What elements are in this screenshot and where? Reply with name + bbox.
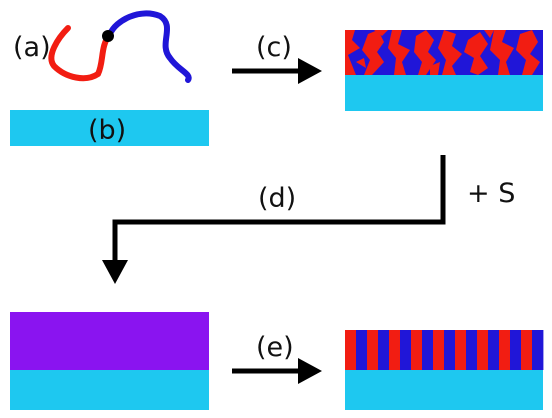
red-block-chain [48,25,113,82]
lamella-stripe-red [477,330,489,370]
lamella-stripe-red [433,330,445,370]
disordered-film [345,30,543,75]
lamella-stripe-blue [510,330,522,370]
lamellae-film [345,330,544,370]
junction-dot-icon [102,30,114,42]
lamella-stripe-blue [400,330,412,370]
lamella-stripe-blue [378,330,390,370]
lamella-stripe-red [367,330,379,370]
blue-block-chain [107,10,192,83]
diblock-copolymer-icon [48,10,192,83]
arrow-c [232,58,322,84]
label-c: (c) [256,32,292,63]
lamella-stripe-blue [356,330,368,370]
lamella-stripe-red [521,330,533,370]
lamella-stripe-red [345,330,357,370]
lamella-stripe-red [389,330,401,370]
substrate-d [10,370,209,410]
label-b: (b) [88,115,126,146]
label-e: (e) [256,332,294,363]
label-solvent: + S [467,178,515,209]
lamella-stripe-red [455,330,467,370]
substrate-b [10,110,209,146]
substrate-e [345,370,543,410]
substrate-c [345,75,543,111]
lamella-stripe-blue [466,330,478,370]
lamella-stripe-red [411,330,423,370]
lamella-stripe-blue [532,330,544,370]
label-a: (a) [13,32,51,63]
label-d: (d) [258,183,296,214]
arrow-e [232,358,322,384]
lamella-stripe-blue [422,330,434,370]
lamella-stripe-blue [444,330,456,370]
lamella-stripe-red [499,330,511,370]
lamella-stripe-blue [488,330,500,370]
mixed-film [10,312,209,370]
arrow-d [102,155,446,284]
